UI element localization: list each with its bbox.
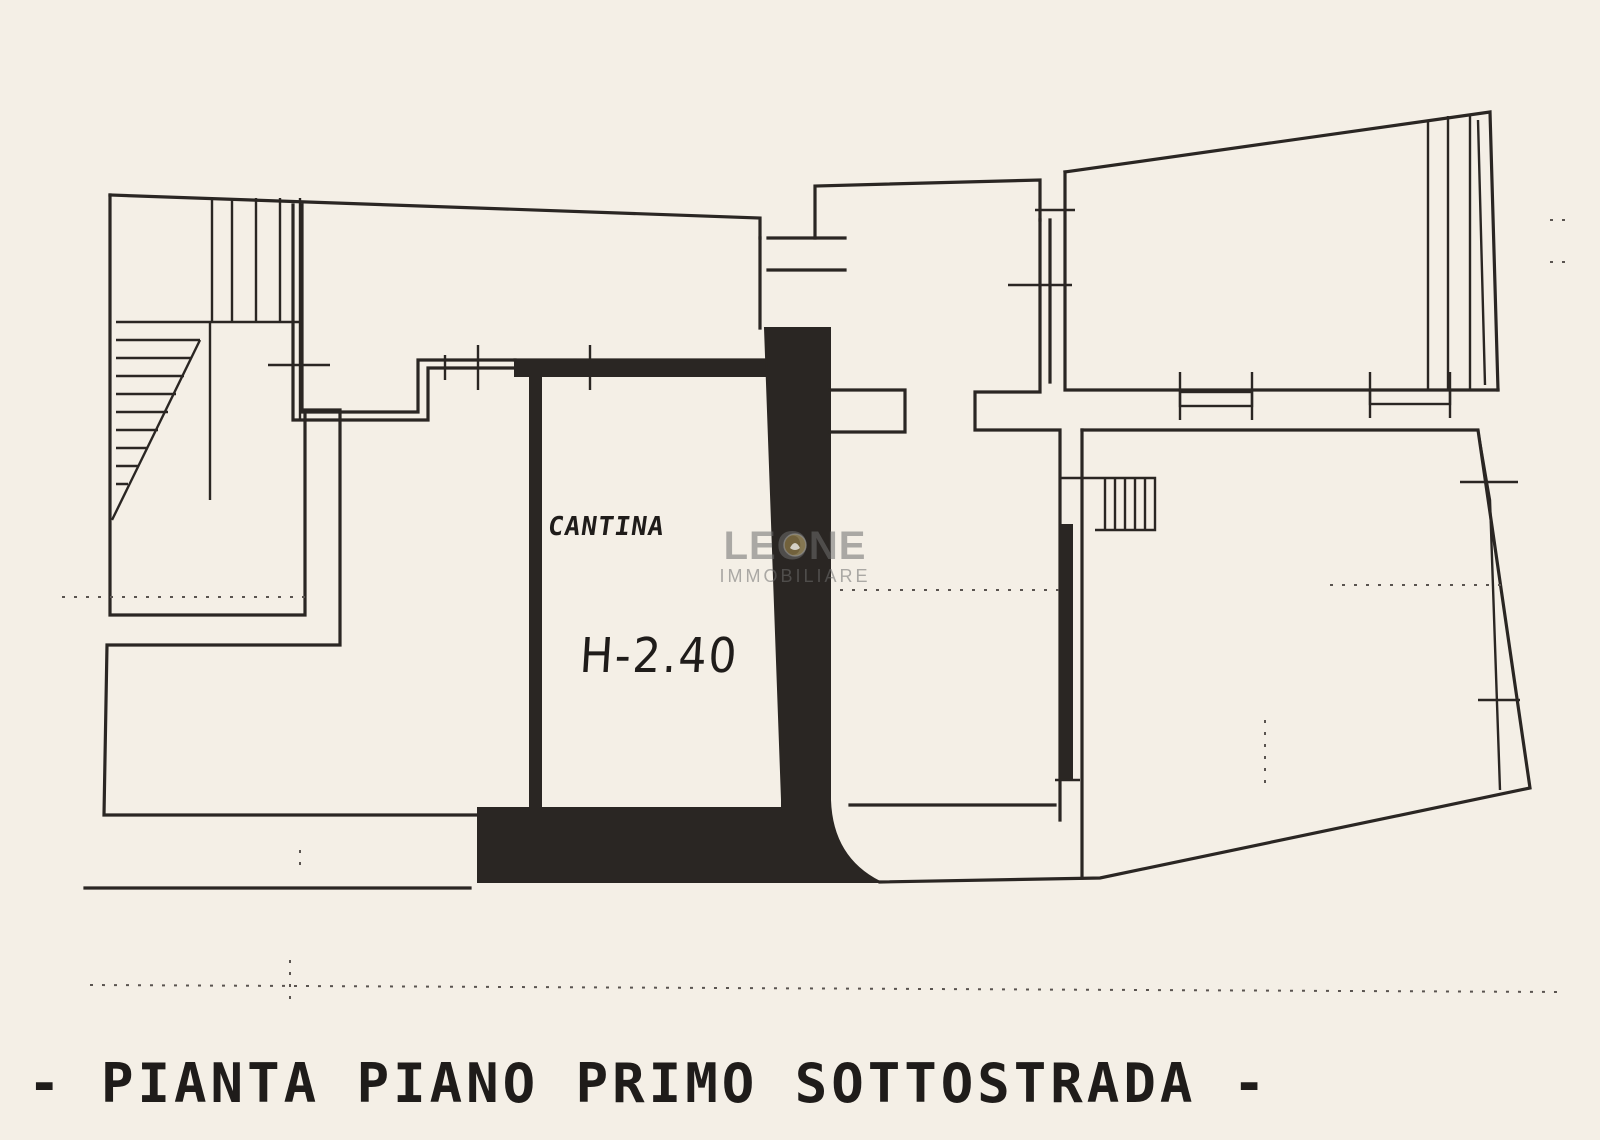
plan-title: - PIANTA PIANO PRIMO SOTTOSTRADA - <box>28 1052 1270 1115</box>
faint-marks <box>62 219 1570 1000</box>
watermark: LEONE IMMOBILIARE <box>690 526 900 586</box>
room-height-label: H-2.40 <box>578 628 741 684</box>
lion-icon <box>783 533 807 557</box>
room-name-label: CANTINA <box>545 512 667 542</box>
cantina-room <box>477 178 1057 883</box>
right-block-walls <box>878 110 1532 884</box>
watermark-subtitle: IMMOBILIARE <box>719 566 871 586</box>
left-block-walls <box>83 193 762 890</box>
